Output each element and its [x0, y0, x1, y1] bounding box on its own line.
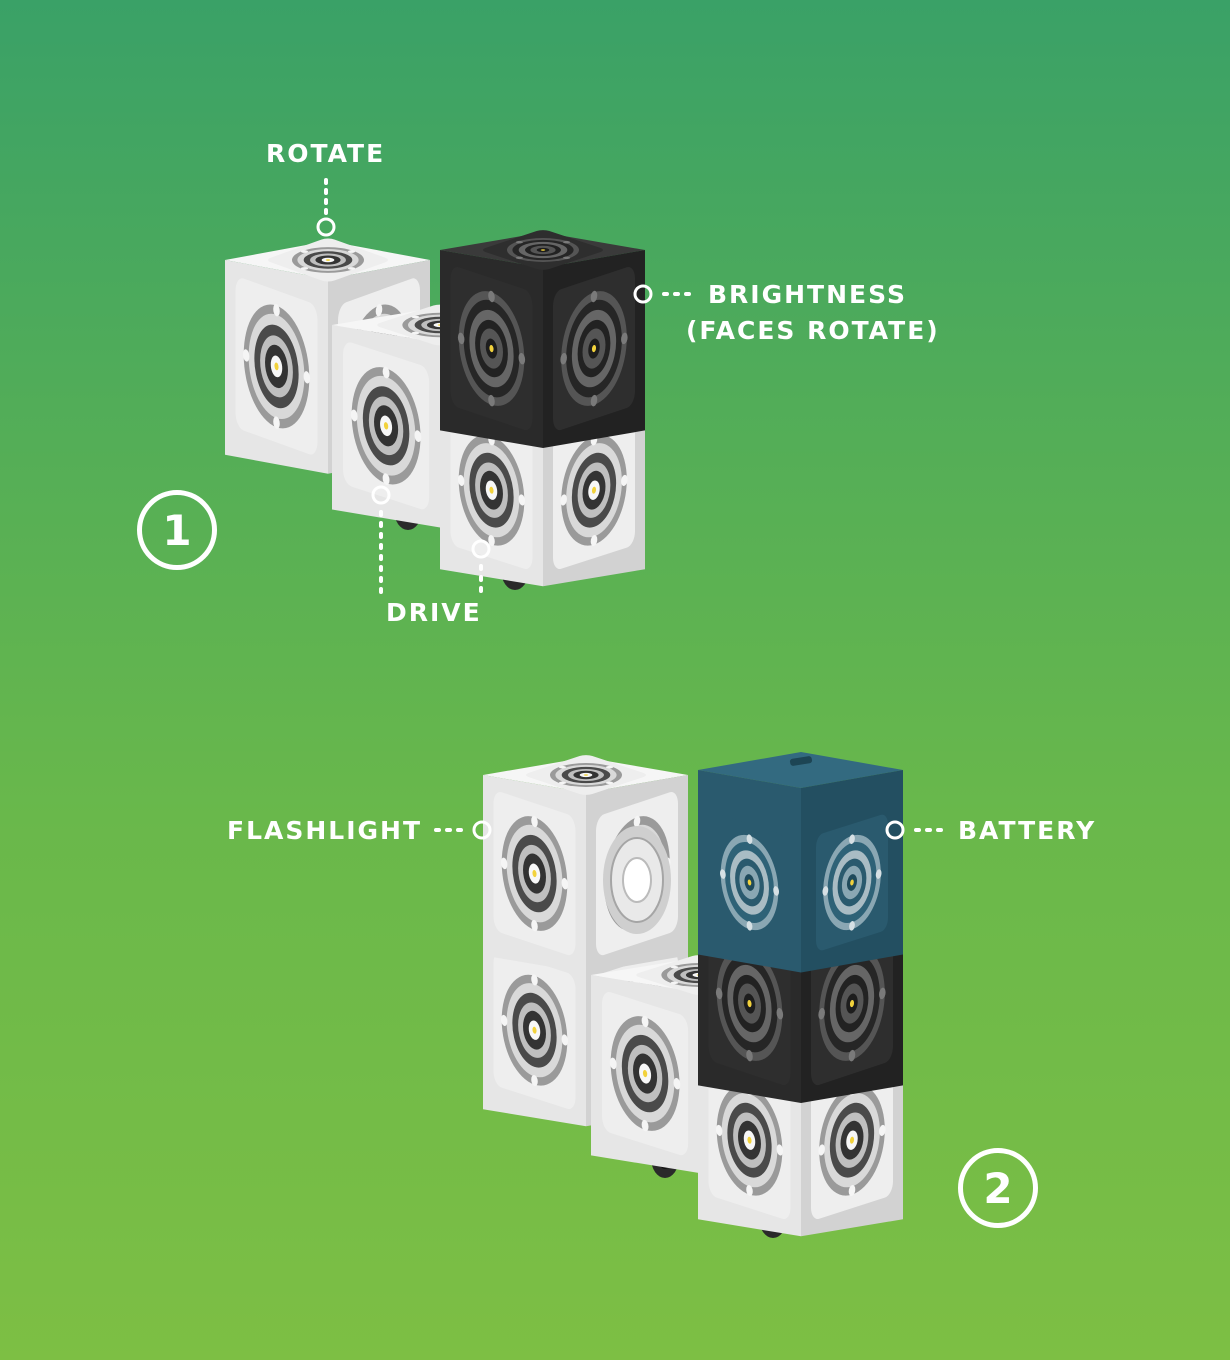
drive-leader — [371, 485, 491, 596]
brightness-label: BRIGHTNESS — [708, 280, 907, 309]
rotate-leader — [316, 178, 336, 237]
brightness-sublabel: (FACES ROTATE) — [686, 316, 940, 345]
brightness-cube — [440, 229, 645, 448]
step-badge-2: 2 — [958, 1148, 1038, 1228]
step-badge-1: 1 — [137, 490, 217, 570]
flashlight-label: FLASHLIGHT — [227, 816, 423, 845]
battery-label: BATTERY — [958, 816, 1097, 845]
configuration-1 — [225, 178, 694, 596]
flashlight-leader — [434, 820, 492, 840]
battery-cube — [698, 752, 903, 973]
drive-label: DRIVE — [386, 598, 482, 627]
configuration-2 — [434, 752, 946, 1238]
battery-leader — [885, 820, 946, 840]
brightness-leader — [633, 284, 694, 304]
rotate-label: ROTATE — [266, 139, 386, 168]
flashlight-lens — [603, 826, 671, 934]
